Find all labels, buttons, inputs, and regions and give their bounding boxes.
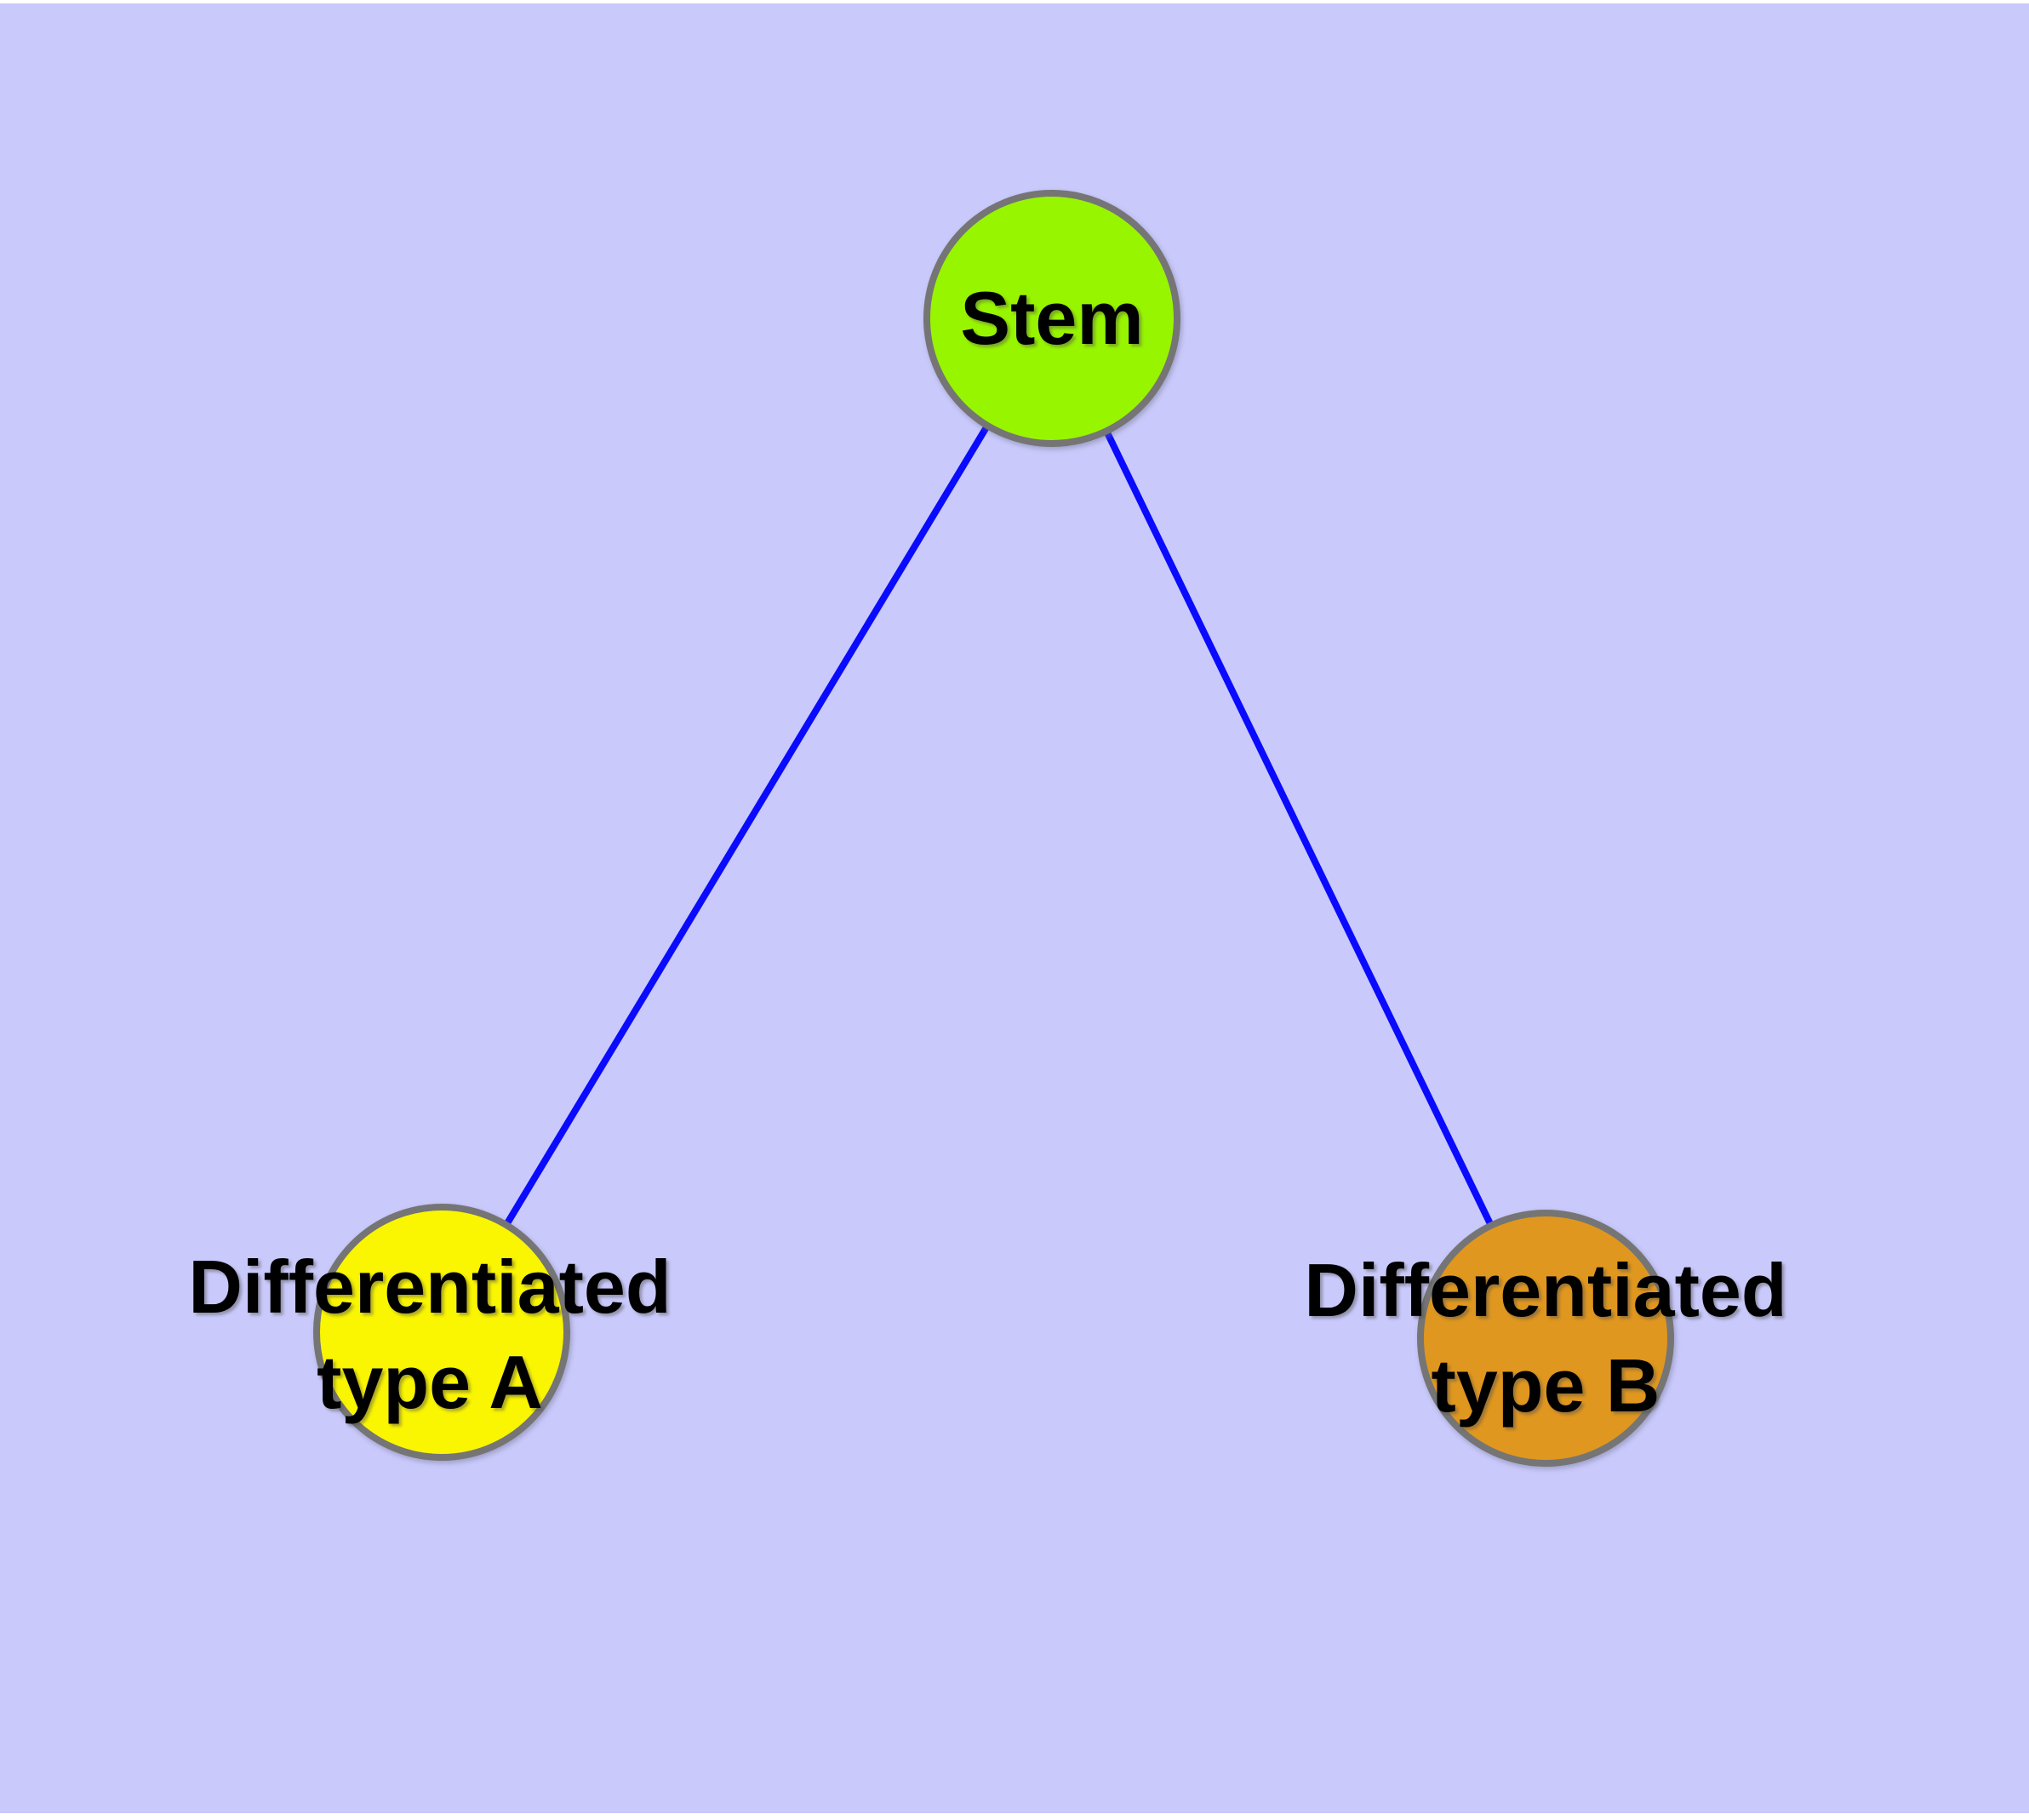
node-differentiated-type-b-label: Differentiated type B	[1197, 1243, 1895, 1434]
diagram-canvas: Stem Differentiated type A Differentiate…	[0, 3, 2029, 1813]
node-differentiated-type-a-label: Differentiated type A	[81, 1239, 779, 1430]
label-line: type A	[317, 1340, 543, 1424]
edge-stem-to-type-b	[1049, 317, 1549, 1340]
node-stem-label: Stem	[703, 274, 1401, 363]
label-line: Differentiated	[188, 1245, 672, 1329]
edge-layer	[438, 316, 1549, 1340]
node-differentiated-type-b	[1417, 1210, 1674, 1467]
label-line: Stem	[960, 276, 1144, 360]
node-differentiated-type-a	[313, 1204, 570, 1461]
node-stem	[923, 190, 1180, 447]
edge-stem-to-type-a	[438, 316, 1055, 1335]
label-line: type B	[1431, 1343, 1660, 1428]
label-line: Differentiated	[1304, 1248, 1787, 1332]
